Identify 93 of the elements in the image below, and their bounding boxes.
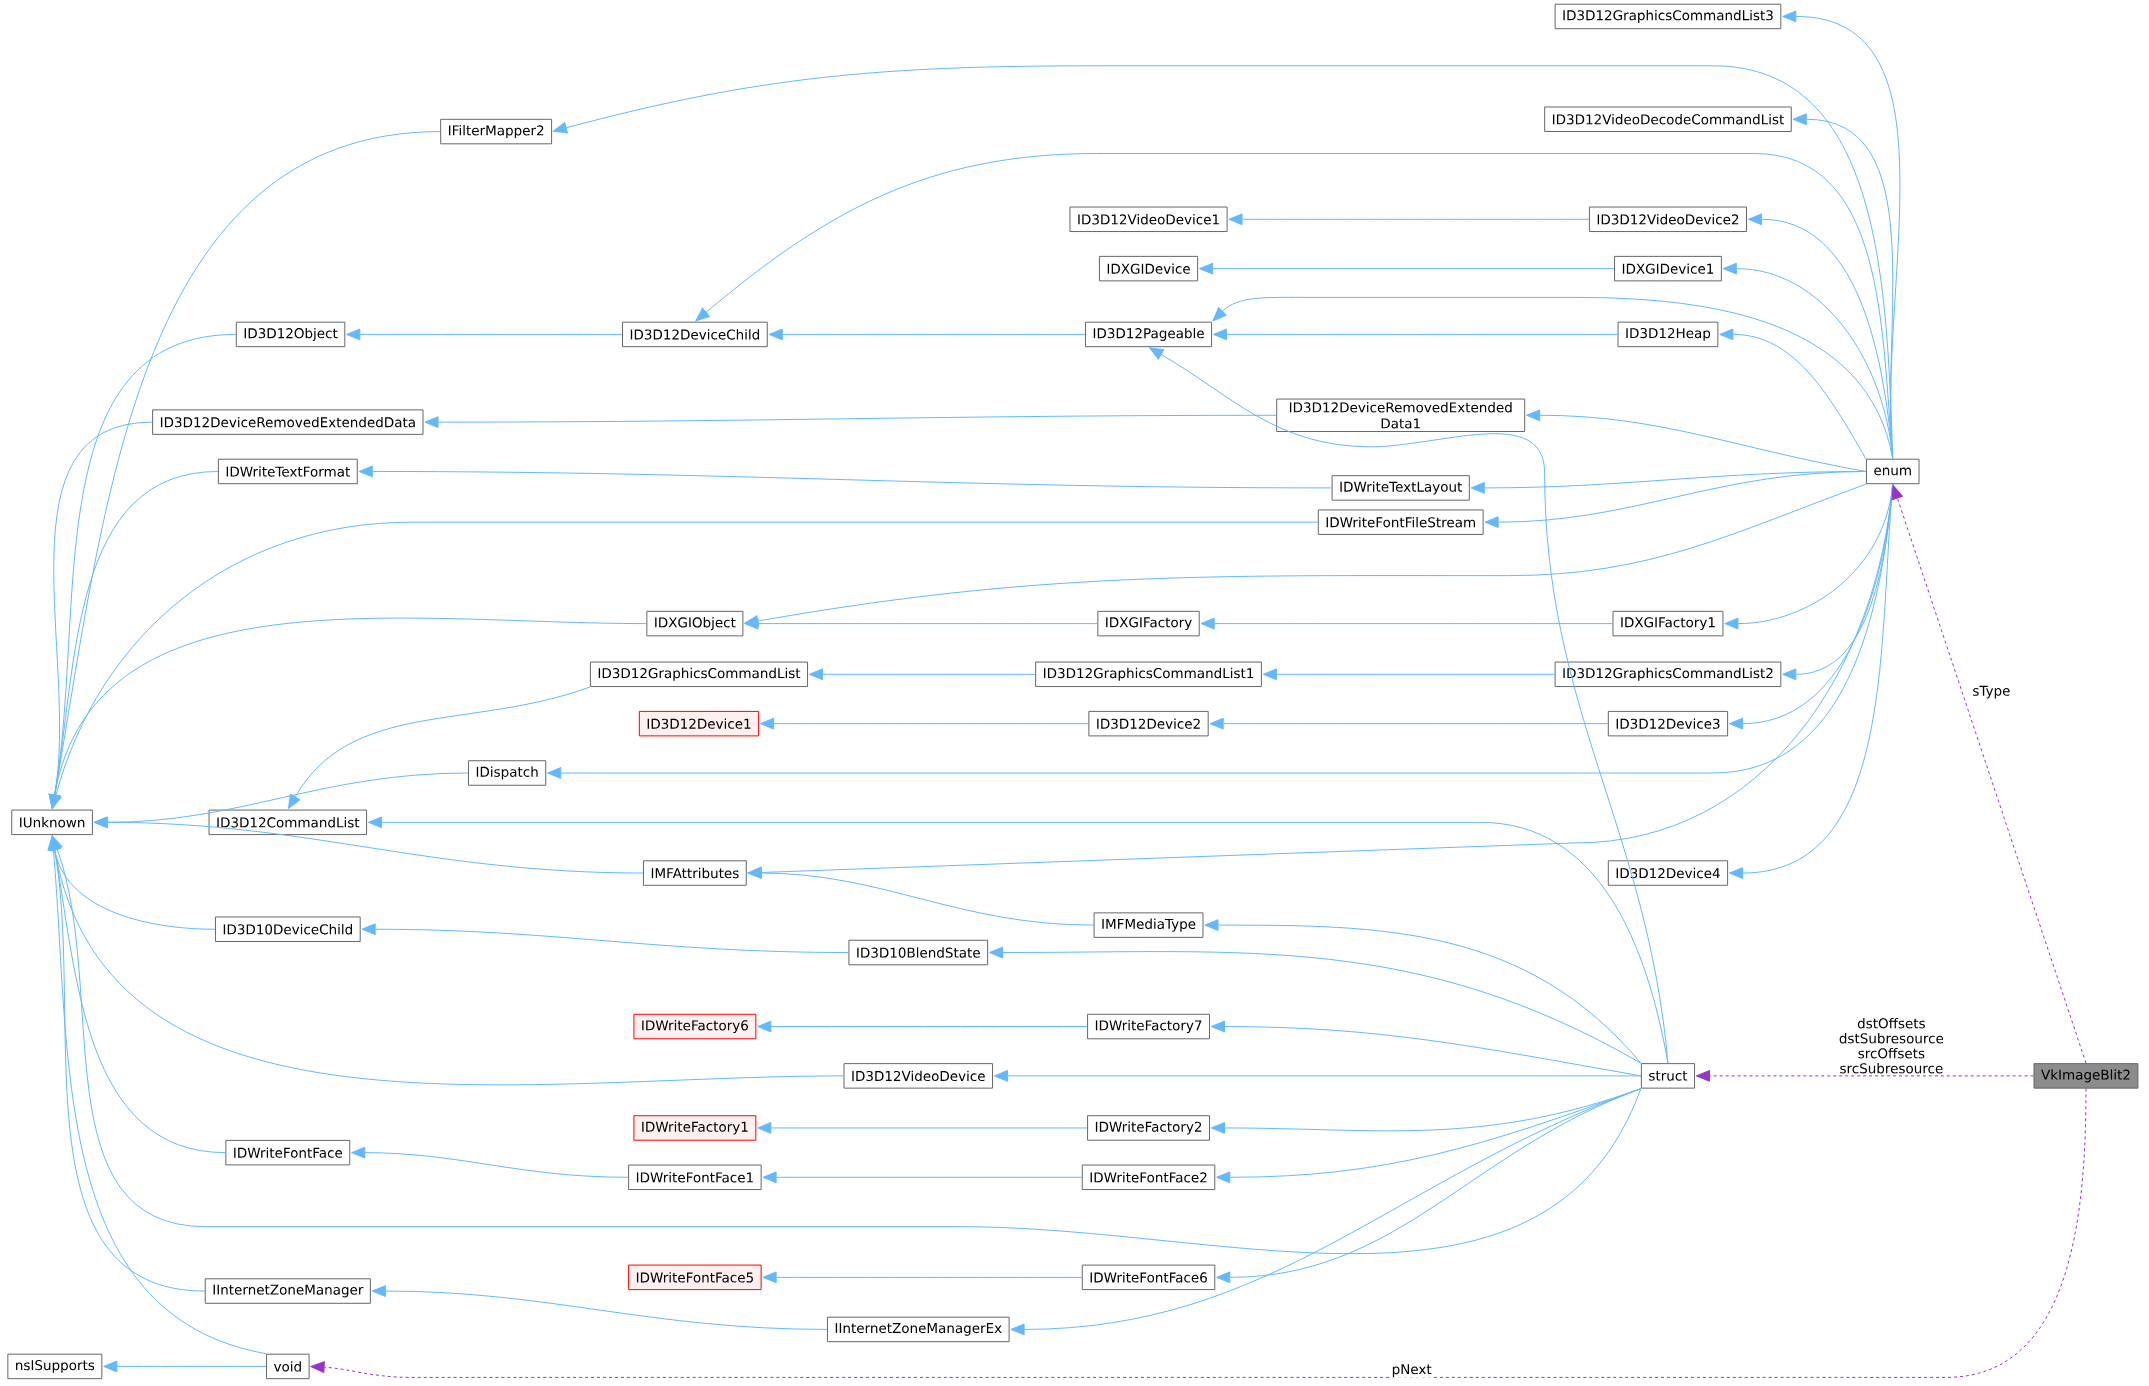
- arrow: [1695, 1070, 2034, 1082]
- class-box: ID3D12VideoDevice1: [1069, 206, 1228, 233]
- class-box: IUnknown: [11, 809, 93, 836]
- class-box: IDXGIFactory: [1097, 610, 1200, 637]
- class-box: IMFAttributes: [643, 860, 747, 886]
- class-box: ID3D12Object: [235, 321, 346, 348]
- class-box: ID3D10DeviceChild: [214, 916, 361, 942]
- arrow: [50, 521, 1319, 809]
- arrow: [1262, 668, 1556, 681]
- class-box: ID3D10BlendState: [848, 939, 989, 966]
- class-box: IDWriteFontFileStream: [1317, 509, 1484, 535]
- class-box: IDWriteTextFormat: [217, 458, 358, 485]
- arrow: [762, 1171, 1083, 1184]
- arrow: [1526, 409, 1867, 472]
- class-box: enum: [1865, 458, 1920, 485]
- class-box: ID3D12DeviceRemovedExtendedData: [152, 409, 424, 435]
- arrow: [103, 1360, 267, 1373]
- arrow: [768, 328, 1086, 341]
- class-box: IDWriteFontFace1: [628, 1164, 762, 1191]
- class-box: struct: [1640, 1063, 1696, 1089]
- class-box: ID3D12Heap: [1617, 321, 1719, 348]
- class-box: ID3D12VideoDevice: [843, 1063, 994, 1089]
- class-box: IDWriteTextLayout: [1331, 475, 1470, 501]
- class-box: ID3D12GraphicsCommandList1: [1035, 661, 1262, 688]
- class-box: IMFMediaType: [1093, 912, 1204, 938]
- arrow: [1722, 262, 1894, 460]
- class-box: IDWriteFactory2: [1087, 1115, 1210, 1141]
- class-box: IDWriteFontFace: [225, 1139, 351, 1166]
- arrow: [288, 686, 591, 809]
- arrow: [744, 483, 1867, 627]
- class-box: ID3D12GraphicsCommandList2: [1554, 661, 1782, 688]
- arrow: [51, 835, 1642, 1254]
- class-box: IDXGIFactory1: [1612, 610, 1724, 637]
- arrow: [1228, 213, 1590, 226]
- class-box: ID3D12DeviceRemovedExtended Data1: [1276, 398, 1526, 432]
- arrow: [424, 414, 1277, 428]
- class-box: IDWriteFactory1: [633, 1115, 757, 1141]
- arrow: [1010, 1088, 1642, 1336]
- class-box: ID3D12Device3: [1607, 710, 1729, 737]
- arrow: [1199, 262, 1615, 275]
- edge-label: pNext: [1390, 1363, 1433, 1378]
- arrow: [351, 1146, 629, 1178]
- class-box: ID3D12GraphicsCommandList3: [1554, 3, 1782, 30]
- arrow: [1200, 617, 1613, 630]
- arrow: [1484, 470, 1867, 529]
- arrow: [757, 1020, 1088, 1033]
- arrow: [1719, 328, 1867, 460]
- arrow: [93, 816, 644, 874]
- class-box: IDWriteFactory7: [1087, 1013, 1210, 1040]
- class-box: IDWriteFontFace5: [628, 1264, 762, 1291]
- arrow: [1212, 328, 1619, 341]
- class-box: ID3D12Pageable: [1084, 321, 1213, 348]
- class-box: ID3D12VideoDevice2: [1588, 206, 1747, 233]
- class-box: IDXGIDevice: [1098, 255, 1199, 282]
- arrow: [358, 465, 1333, 489]
- class-box: nsISupports: [7, 1353, 103, 1380]
- arrow: [762, 1271, 1083, 1284]
- class-box: IFilterMapper2: [440, 118, 553, 145]
- class-box: ID3D12CommandList: [208, 809, 368, 836]
- class-box: ID3D12VideoDecodeCommandList: [1544, 106, 1792, 132]
- class-box: IInternetZoneManagerEx: [826, 1316, 1010, 1343]
- edge-label: sType: [1971, 684, 2012, 700]
- class-box: IDWriteFactory6: [633, 1013, 757, 1040]
- arrow: [47, 835, 267, 1355]
- class-box: ID3D12Device1: [638, 710, 760, 737]
- class-box: IDXGIObject: [646, 610, 744, 637]
- arrow: [48, 617, 647, 809]
- arrow: [989, 946, 1642, 1064]
- class-box: VkImageBlit2: [2033, 1063, 2139, 1089]
- arrow: [993, 1070, 1642, 1082]
- class-box: IDXGIDevice1: [1614, 255, 1722, 282]
- edge-label: dstOffsets dstSubresource srcOffsets srcSubresource: [1834, 1017, 1949, 1075]
- arrow: [760, 717, 1089, 730]
- class-box: IDispatch: [467, 760, 547, 786]
- arrow: [346, 328, 623, 341]
- arrow: [371, 1285, 828, 1330]
- arrow: [1891, 485, 2087, 1064]
- arrow: [808, 668, 1036, 681]
- arrow: [1728, 483, 1894, 879]
- class-box: IDWriteFontFace6: [1081, 1264, 1216, 1291]
- class-box: IDWriteFontFace2: [1081, 1164, 1216, 1191]
- class-box: ID3D12Device2: [1088, 710, 1209, 737]
- arrow: [757, 1122, 1088, 1134]
- arrow: [361, 923, 849, 954]
- class-box: ID3D12DeviceChild: [622, 321, 768, 348]
- class-box: IInternetZoneManager: [204, 1278, 371, 1304]
- class-box: ID3D12GraphicsCommandList: [589, 661, 809, 688]
- class-box: void: [266, 1353, 310, 1380]
- arrow: [1149, 347, 1669, 1064]
- arrow: [310, 1088, 2087, 1378]
- arrow: [1204, 919, 1642, 1064]
- arrow: [1209, 717, 1609, 730]
- class-box: ID3D12Device4: [1607, 860, 1729, 886]
